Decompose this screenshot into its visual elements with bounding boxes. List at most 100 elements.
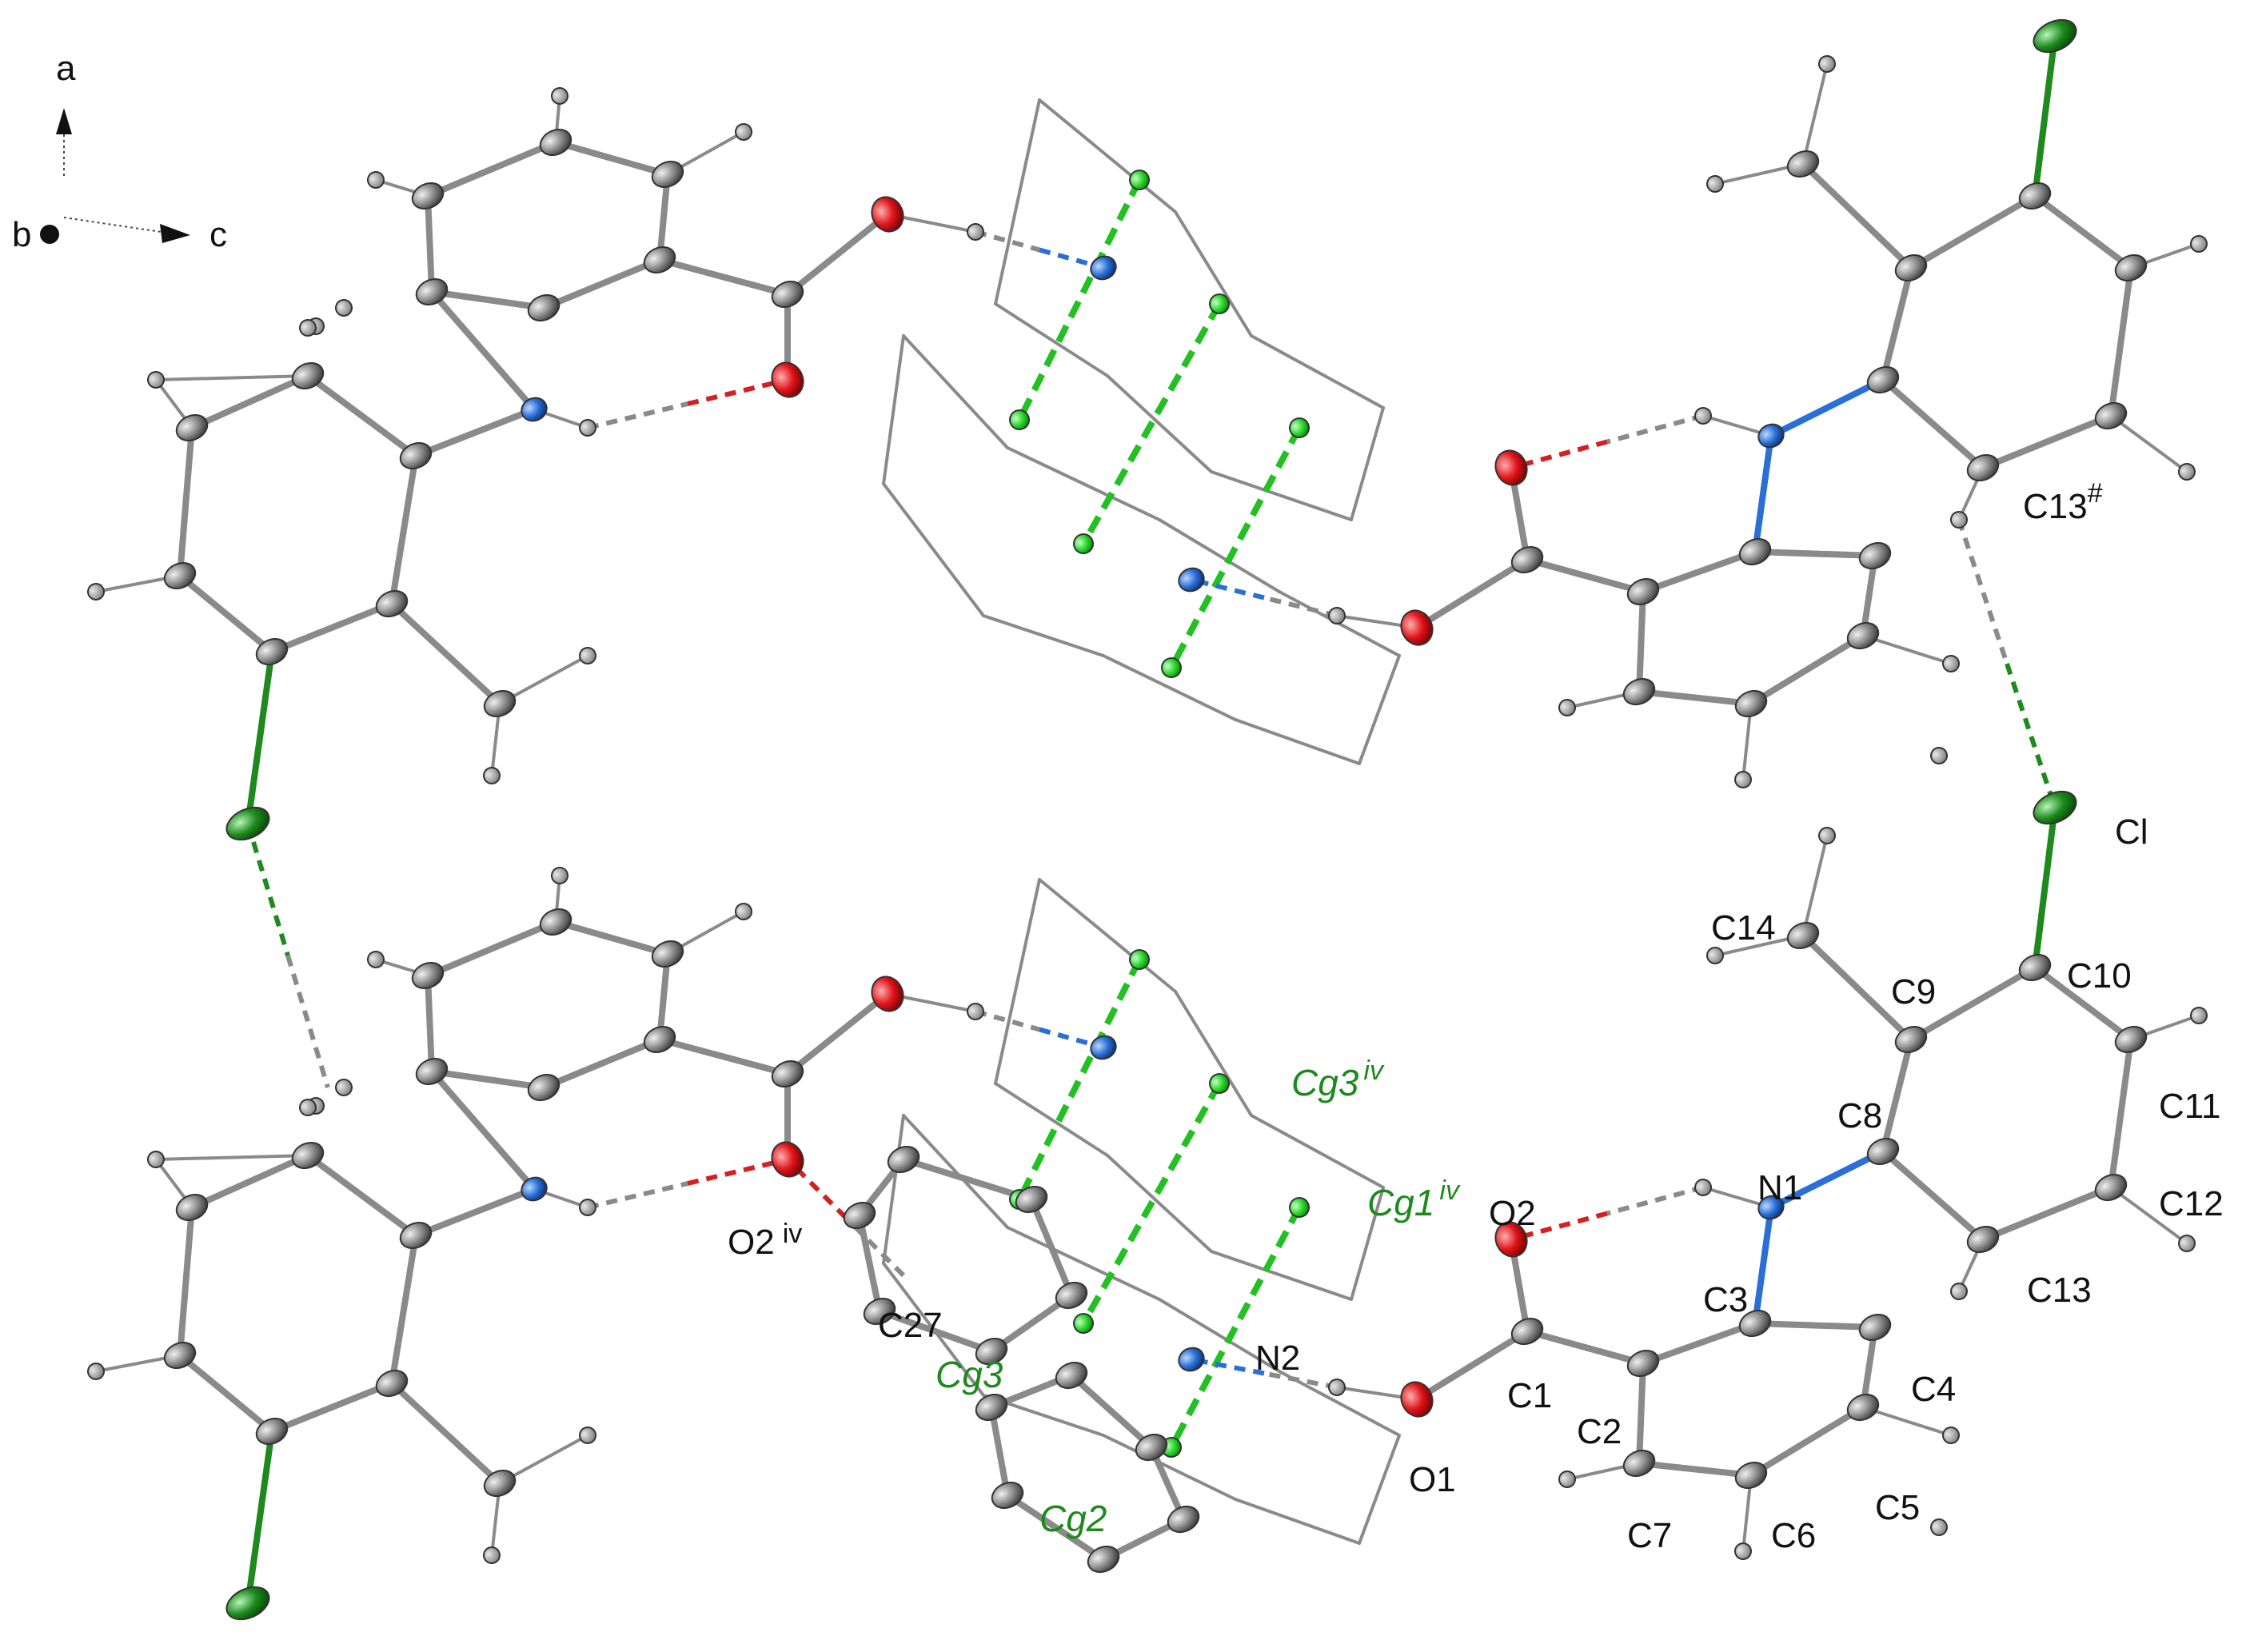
pi-stacking-contact [1080, 1082, 1223, 1325]
chlorine-atom [2033, 18, 2077, 54]
bond [994, 302, 1109, 377]
carbon-atom [2094, 401, 2128, 430]
ring-centroid [1009, 409, 1030, 430]
nitrogen-atom [1178, 1347, 1205, 1372]
bond [541, 257, 663, 311]
label-c3: C3 [1703, 1280, 1748, 1319]
carbon-atom [375, 1369, 409, 1398]
carbon-atom [643, 1025, 676, 1054]
carbon-atom [255, 637, 289, 666]
hydrogen-bond-contact [1263, 595, 1338, 618]
oxygen-atom [1400, 1381, 1434, 1418]
carbon-atom [1786, 921, 1820, 950]
atom-layer [87, 18, 2208, 1621]
hydrogen-atom [1558, 1470, 1576, 1488]
carbon-atom [163, 561, 197, 590]
carbon-atom [1894, 1025, 1928, 1054]
ring-centroid [1209, 293, 1230, 314]
carbon-atom [1786, 150, 1820, 178]
label-o1: O1 [1409, 1460, 1456, 1499]
label-c27: C27 [878, 1306, 943, 1345]
bond [1880, 265, 1914, 383]
pi-stacking-contact [1168, 1206, 1303, 1449]
carbon-atom [1510, 545, 1544, 574]
carbon-atom [2018, 182, 2052, 210]
carbon-atom [1866, 365, 1900, 394]
bond [994, 878, 1041, 1085]
label-c12: C12 [2159, 1184, 2224, 1223]
hydrogen-atom [579, 1427, 596, 1444]
hydrogen-atom [579, 647, 596, 664]
carbon-atom [651, 940, 684, 968]
bond [1908, 964, 2038, 1043]
carbon-atom [175, 1193, 209, 1222]
hydrogen-atom [87, 583, 105, 601]
bond [994, 1082, 1109, 1157]
bond [177, 425, 195, 579]
carbon-atom [651, 160, 684, 189]
bond [882, 482, 985, 617]
hydrogen-atom [579, 419, 596, 437]
label-c8: C8 [1837, 1096, 1882, 1135]
carbon-atom [415, 1057, 449, 1086]
carbon-atom [539, 908, 572, 936]
bond [553, 139, 671, 178]
carbon-atom [1135, 1433, 1168, 1462]
bond [2109, 414, 2188, 473]
bond [389, 601, 503, 707]
bond [1174, 990, 1253, 1117]
carbon-atom [1858, 541, 1892, 570]
bond [1158, 518, 1281, 593]
axis-b-dot [40, 225, 59, 244]
oxygen-atom [1494, 449, 1528, 486]
carbon-atom [2114, 253, 2148, 282]
hydrogen-atom [2190, 1007, 2208, 1024]
bond [429, 1068, 537, 1192]
label-c13: C13 [2027, 1271, 2092, 1310]
bond [1038, 98, 1177, 213]
bond [177, 1204, 195, 1359]
hydrogen-atom [967, 1003, 984, 1020]
axis-a-label: a [56, 49, 76, 88]
hydrogen-bond-contact [285, 955, 330, 1088]
bond [902, 1114, 1009, 1229]
bond [413, 406, 537, 459]
bond [1210, 470, 1353, 521]
pi-stacking-contact [1168, 426, 1303, 669]
bond [1068, 1372, 1155, 1450]
hydrogen-atom [299, 1099, 317, 1116]
hydrogen-atom [2178, 1235, 2196, 1252]
bond [1768, 1148, 1886, 1211]
bond [1800, 161, 1914, 271]
bond [389, 453, 419, 607]
hydrogen-atom [1328, 1379, 1346, 1396]
bond [154, 374, 309, 381]
bond [1636, 688, 1754, 707]
bond [1908, 193, 2038, 271]
bond [902, 334, 1009, 449]
bond [269, 1380, 395, 1435]
nitrogen-atom [1090, 1035, 1117, 1060]
bond [1210, 1250, 1353, 1301]
label-c5: C5 [1875, 1488, 1920, 1527]
label-c6: C6 [1771, 1516, 1816, 1555]
bond [882, 1114, 905, 1265]
carbon-atom [175, 413, 209, 442]
bond [1278, 1370, 1401, 1437]
bond [1004, 1492, 1107, 1562]
bond [2032, 964, 2134, 1043]
bond [1801, 834, 1829, 937]
hydrogen-atom [1950, 511, 1968, 529]
bond [1148, 1444, 1187, 1522]
hydrogen-bond-contact [245, 823, 290, 956]
bond [2032, 33, 2058, 199]
bond [1524, 1328, 1646, 1367]
label-cg3: Cg3 [936, 1354, 1003, 1395]
hydrogen-atom [2178, 463, 2196, 481]
oxygen-atom [771, 1141, 804, 1178]
carbon-atom [483, 689, 517, 718]
carbon-atom [527, 293, 561, 322]
bond [1414, 557, 1530, 631]
bond [1414, 1328, 1530, 1403]
